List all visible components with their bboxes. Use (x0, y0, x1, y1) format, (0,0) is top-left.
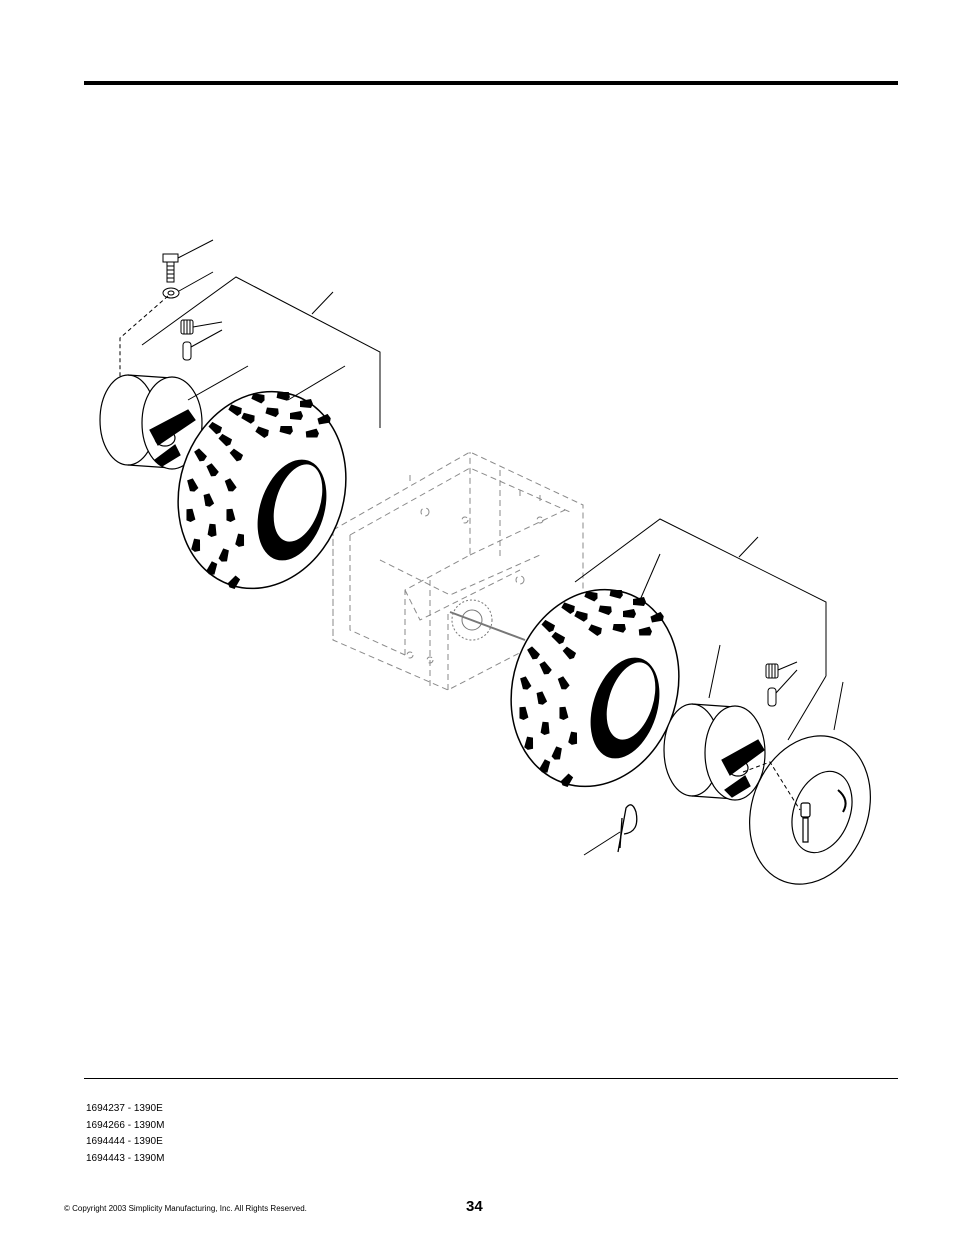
washer (162, 287, 180, 299)
right-tire (510, 588, 680, 789)
copyright-notice: © Copyright 2003 Simplicity Manufacturin… (64, 1204, 307, 1213)
valve-cap-right (765, 663, 779, 707)
footer-rule (84, 1078, 898, 1079)
model-list: 1694237 - 1390E 1694266 - 1390M 1694444 … (86, 1101, 164, 1167)
right-wheel-rim (663, 703, 766, 801)
callout-leaders (119, 239, 844, 856)
axle-sprocket (449, 599, 526, 641)
page-number: 34 (466, 1198, 483, 1215)
model-list-item: 1694444 - 1390E (86, 1136, 163, 1147)
header-rule (84, 81, 898, 85)
model-list-item: 1694266 - 1390M (86, 1119, 165, 1131)
hitch-pin (617, 804, 638, 853)
inner-tube (749, 735, 871, 885)
frame-assembly (332, 451, 584, 691)
left-wheel-rim (99, 374, 203, 470)
left-tire (177, 390, 347, 591)
valve-cap-left (180, 319, 194, 361)
bolt (162, 253, 179, 283)
model-list-item: 1694443 - 1390M (86, 1152, 165, 1164)
model-list-item: 1694237 - 1390E (86, 1103, 163, 1114)
